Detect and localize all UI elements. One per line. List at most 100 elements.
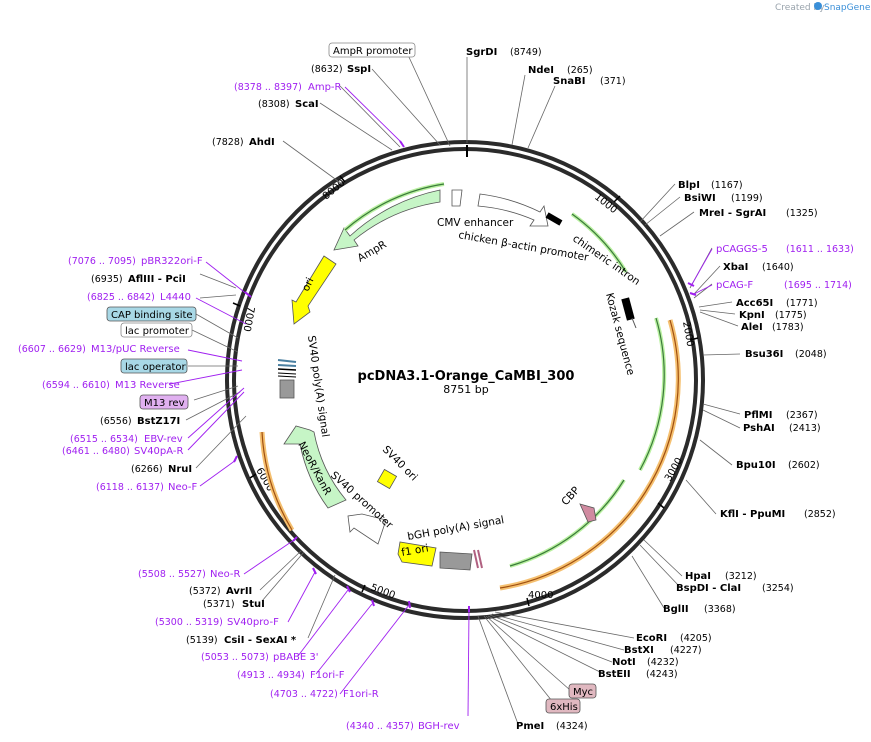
- site-bsu36i: Bsu36I: [745, 349, 783, 360]
- feature-ampr: AmpR: [356, 239, 389, 265]
- primer-l4440-pos: (6825 .. 6842): [87, 292, 155, 303]
- site-avrii-pos: (5372): [189, 586, 221, 597]
- primer-l4440: L4440: [160, 292, 191, 303]
- site-hpai: HpaI: [685, 571, 711, 582]
- primer-ebvrev-pos: (6515 .. 6534): [70, 434, 138, 445]
- bgh-polya-feature: [439, 551, 473, 571]
- site-scai-pos: (8308): [258, 99, 290, 110]
- site-stui: StuI: [242, 599, 265, 610]
- primer-m13rev: M13 Reverse: [115, 380, 180, 391]
- site-nrui-pos: (6266): [131, 464, 163, 475]
- site-bstxi-pos: (4227): [670, 645, 702, 656]
- watermark: Created by SnapGene: [775, 2, 871, 13]
- site-snabi: SnaBI: [553, 76, 585, 87]
- plasmid-length: 8751 bp: [443, 383, 488, 396]
- primer-f1orif: F1ori-F: [310, 670, 345, 681]
- his-box: [545, 698, 581, 714]
- site-nrui: NruI: [168, 464, 192, 475]
- site-kfli-ppumi: KflI - PpuMI: [720, 509, 785, 520]
- tick-2000: 2000: [680, 321, 695, 348]
- primer-sv40prof: SV40pro-F: [227, 617, 279, 628]
- site-ecori-pos: (4205): [680, 633, 712, 644]
- feature-ori: ori: [300, 276, 317, 293]
- watermark-brand: SnapGene: [824, 3, 871, 13]
- tick-4000: 4000: [528, 590, 553, 601]
- snapgene-logo-icon: [814, 2, 822, 10]
- center-title: pcDNA3.1-Orange_CaMBI_300 8751 bp: [358, 369, 575, 396]
- primer-neof-pos: (6118 .. 6137): [96, 482, 164, 493]
- primer-m13rev-pos: (6594 .. 6610): [42, 380, 110, 391]
- primer-pbabe3: pBABE 3': [273, 652, 319, 663]
- site-afliii-pcii-pos: (6935): [91, 274, 123, 285]
- boxed-labels: AmpR promoter CAP binding site lac promo…: [106, 42, 597, 714]
- primer-m13puc: M13/pUC Reverse: [91, 344, 180, 355]
- cap-label: CAP binding site: [111, 310, 193, 321]
- site-noti-pos: (4232): [647, 657, 679, 668]
- myc-label: Myc: [573, 687, 593, 698]
- ampr-promoter-label: AmpR promoter: [333, 46, 413, 57]
- site-bstz17i-pos: (6556): [100, 416, 132, 427]
- cap-box: [106, 306, 197, 322]
- primer-pcaggs5: pCAGGS-5: [716, 244, 768, 255]
- kozak-mark: [621, 297, 635, 321]
- site-pmei: PmeI: [516, 721, 544, 732]
- site-xbai: XbaI: [723, 262, 748, 273]
- site-pmei-pos: (4324): [556, 721, 588, 732]
- sv40-polya-feature: [279, 379, 295, 399]
- site-avrii: AvrII: [226, 586, 252, 597]
- primer-leaders: [169, 86, 713, 717]
- site-ahdi-pos: (7828): [212, 137, 244, 148]
- lac-region-marks: [277, 359, 297, 378]
- ori-feature: [291, 255, 337, 325]
- myc-box: [568, 683, 597, 699]
- site-alei-pos: (1783): [772, 322, 804, 333]
- primer-neof: Neo-F: [168, 482, 198, 493]
- site-bsteii-pos: (4243): [646, 669, 678, 680]
- feature-cbp: CBP: [559, 484, 582, 508]
- neor-feature: [283, 425, 347, 509]
- primer-m13puc-pos: (6607 .. 6629): [18, 344, 86, 355]
- lac-operator-label: lac operator: [125, 362, 186, 373]
- primer-ampr: Amp-R: [308, 82, 342, 93]
- site-bstxi: BstXI: [624, 645, 654, 656]
- site-afliii-pcii: AflIII - PciI: [128, 274, 186, 285]
- feature-cmv-enhancer: CMV enhancer: [437, 217, 514, 229]
- primer-sv40prof-pos: (5300 .. 5319): [155, 617, 223, 628]
- primer-neor-pos: (5508 .. 5527): [138, 569, 206, 580]
- his-label: 6xHis: [550, 702, 578, 713]
- primer-pbr322orif-pos: (7076 .. 7095): [68, 256, 136, 267]
- site-alei: AleI: [741, 322, 763, 333]
- lac-promoter-label: lac promoter: [125, 326, 190, 337]
- watermark-prefix: Created by: [775, 3, 825, 13]
- site-kfli-ppumi-pos: (2852): [804, 509, 836, 520]
- site-bsu36i-pos: (2048): [795, 349, 827, 360]
- site-sgrdi: SgrDI: [466, 47, 497, 58]
- primer-sv40par-pos: (6461 .. 6480): [62, 446, 130, 457]
- site-labels: SgrDI (8749) NdeI (265) SnaBI (371) BlpI…: [91, 47, 836, 732]
- site-snabi-pos: (371): [600, 76, 626, 87]
- primer-ampr-pos: (8378 .. 8397): [234, 82, 302, 93]
- site-acc65i: Acc65I: [736, 298, 773, 309]
- site-pflmi: PflMI: [744, 410, 772, 421]
- sv40-promoter-feature: [347, 513, 387, 545]
- site-bglii-pos: (3368): [704, 604, 736, 615]
- site-pshai-pos: (2413): [789, 423, 821, 434]
- site-mrei-sgrai: MreI - SgrAI: [699, 208, 766, 219]
- backbone: [225, 140, 705, 620]
- site-stui-pos: (5371): [203, 599, 235, 610]
- site-bpu10i: Bpu10I: [736, 460, 776, 471]
- feature-kozak: Kozak sequence: [603, 292, 637, 377]
- primer-pbabe3-pos: (5053 .. 5073): [201, 652, 269, 663]
- ampr-promoter-box: [328, 42, 416, 58]
- site-blpi-pos: (1167): [711, 180, 743, 191]
- primer-bghrev: BGH-rev: [418, 721, 460, 732]
- site-bsiwi: BsiWI: [684, 193, 716, 204]
- feature-bgh-polya: bGH poly(A) signal: [406, 514, 505, 543]
- cba-promoter-feature: [477, 193, 549, 227]
- site-pshai: PshAI: [743, 423, 775, 434]
- ampr-feature: [333, 189, 441, 251]
- cbp-feature: [579, 503, 597, 523]
- tick-7000: 7000: [241, 305, 256, 332]
- primer-bghrev-pos: (4340 .. 4357): [346, 721, 414, 732]
- site-bsteii: BstEII: [598, 669, 631, 680]
